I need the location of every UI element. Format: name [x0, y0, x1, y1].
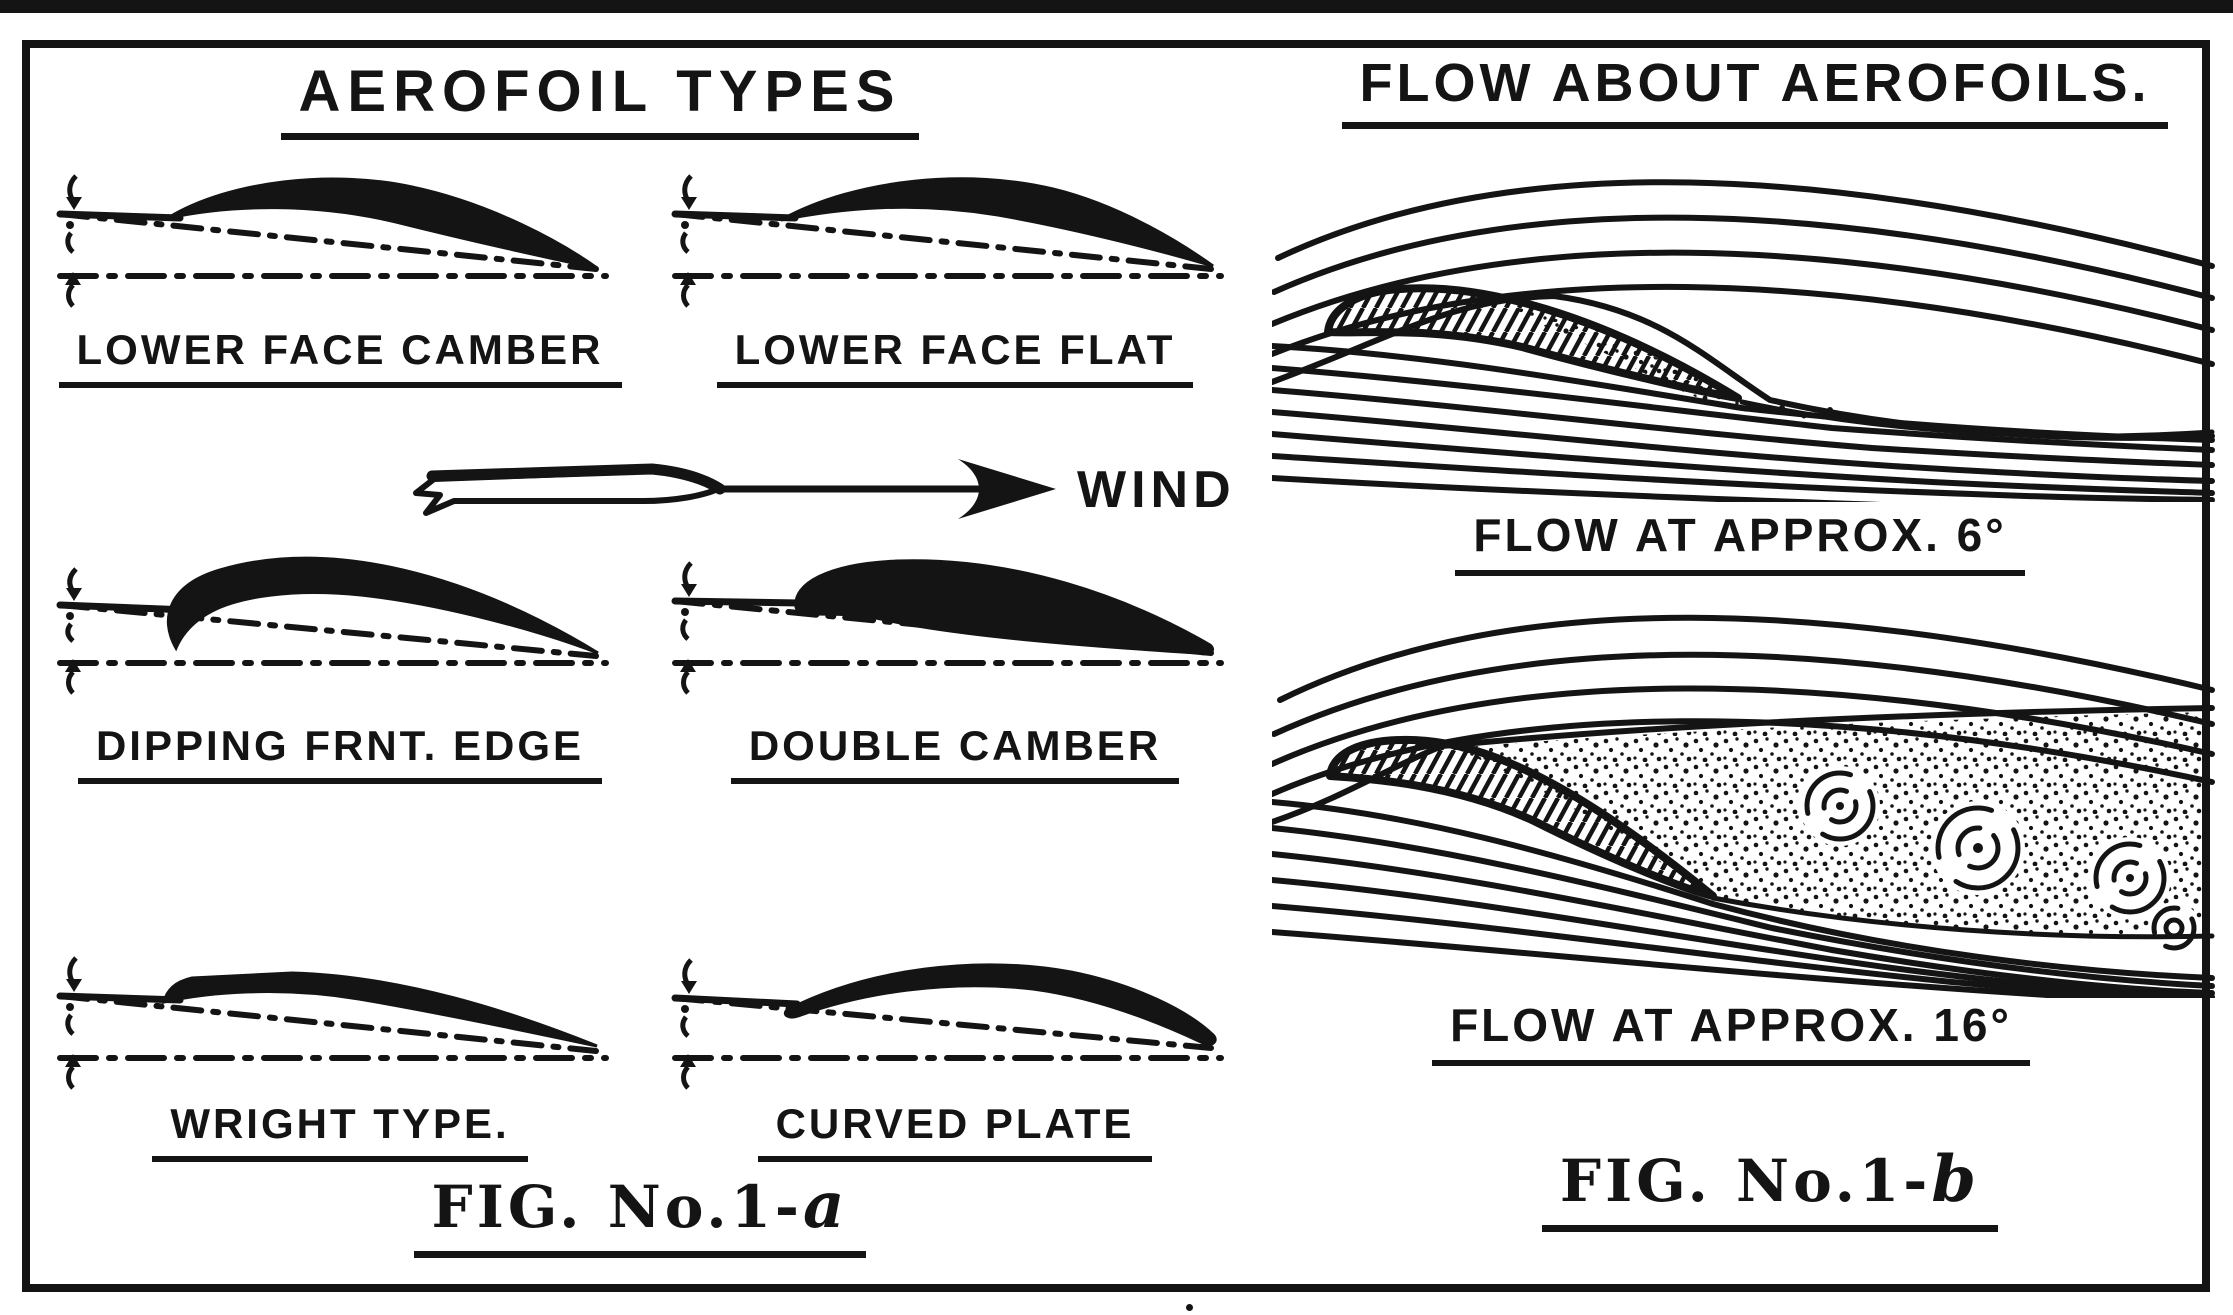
airfoil-label-lower-face-camber: LOWER FACE CAMBER [40, 326, 640, 388]
airfoil-profile-drawing [56, 556, 609, 695]
airfoil-diagram-lower-face-flat [655, 158, 1255, 318]
caption-main: FIG. No.1- [1559, 1147, 1932, 1215]
airfoil-label-wright-type: WRIGHT TYPE. [40, 1100, 640, 1162]
left-panel-title: AEROFOIL TYPES [150, 58, 1050, 140]
airfoil-diagram-curved-plate [655, 940, 1255, 1100]
figure-border [22, 40, 2210, 1292]
reference-lines [56, 992, 609, 1061]
incidence-tick-marks [65, 567, 82, 695]
airfoil-label-text: LOWER FACE FLAT [716, 326, 1194, 388]
airfoil-label-dipping-front-edge: DIPPING FRNT. EDGE [40, 722, 640, 784]
incidence-tick-marks [65, 956, 82, 1090]
flow-label-16deg: FLOW AT APPROX. 16° [1366, 998, 2096, 1066]
ink-speck [1703, 3, 1712, 12]
flow-label-text: FLOW AT APPROX. 16° [1432, 998, 2030, 1066]
caption-main: FIG. No.1- [431, 1173, 803, 1241]
airfoil-diagram-dipping-front-edge [40, 545, 640, 705]
wind-arrow [413, 458, 1056, 519]
reference-lines [671, 994, 1224, 1061]
airfoil-profile-drawing [671, 174, 1224, 308]
airfoil-section-shape [167, 556, 599, 655]
airfoil-diagram-double-camber [655, 545, 1255, 705]
hatched-airfoil-section [1324, 284, 1742, 402]
airfoil-label-curved-plate: CURVED PLATE [655, 1100, 1255, 1162]
flow-streamlines-drawing [1272, 179, 2215, 502]
right-panel-title-text: FLOW ABOUT AEROFOILS. [1341, 52, 2169, 129]
incidence-tick-marks [680, 958, 697, 1090]
airfoil-profile-drawing [56, 956, 609, 1090]
right-panel-title: FLOW ABOUT AEROFOILS. [1290, 52, 2220, 129]
caption-suffix: a [803, 1168, 849, 1243]
airfoil-label-double-camber: DOUBLE CAMBER [655, 722, 1255, 784]
figure-caption-a-text: FIG. No.1-a [413, 1168, 867, 1258]
left-panel-title-text: AEROFOIL TYPES [280, 58, 920, 140]
flow-label-6deg: FLOW AT APPROX. 6° [1390, 508, 2090, 576]
eddy-swirls [1800, 766, 2200, 954]
incidence-tick-marks [680, 174, 697, 308]
flow-diagram-6deg [1272, 140, 2217, 502]
reference-lines [671, 210, 1224, 279]
reference-lines [56, 601, 609, 666]
airfoil-label-text: LOWER FACE CAMBER [58, 326, 622, 388]
airfoil-diagram-wright-type [40, 940, 640, 1100]
airfoil-profile-drawing [671, 958, 1224, 1090]
incidence-tick-marks [680, 561, 697, 695]
caption-suffix: b [1931, 1142, 1981, 1217]
figure-caption-b-text: FIG. No.1-b [1541, 1142, 1999, 1232]
airfoil-label-lower-face-flat: LOWER FACE FLAT [655, 326, 1255, 388]
airfoil-diagram-lower-face-camber [40, 158, 640, 318]
wind-direction-indicator: WIND [396, 440, 1396, 540]
reference-lines [56, 210, 609, 279]
figure-caption-b: FIG. No.1-b [1490, 1142, 2050, 1232]
airfoil-section-shape [167, 177, 598, 270]
airfoil-section-shape [161, 971, 598, 1048]
wind-label: WIND [1077, 461, 1236, 519]
airfoil-profile-drawing [671, 559, 1224, 695]
airfoil-section-shape [780, 177, 1214, 268]
wake-line [1710, 895, 2215, 940]
flow-label-text: FLOW AT APPROX. 6° [1455, 508, 2025, 576]
airfoil-label-text: WRIGHT TYPE. [152, 1100, 528, 1162]
airfoil-label-text: DOUBLE CAMBER [730, 722, 1180, 784]
airfoil-label-text: DIPPING FRNT. EDGE [77, 722, 603, 784]
lower-streamlines [1272, 799, 2215, 998]
ink-speck [1186, 1304, 1193, 1311]
figure-caption-a: FIG. No.1-a [330, 1168, 950, 1258]
airfoil-label-text: CURVED PLATE [757, 1100, 1153, 1162]
airfoil-section-shape [783, 963, 1217, 1046]
lower-streamlines [1272, 343, 2215, 502]
flow-streamlines-drawing [1272, 614, 2215, 998]
airfoil-section-shape [794, 559, 1214, 656]
page-edge-bar [0, 0, 2233, 13]
incidence-tick-marks [65, 174, 82, 308]
arrow-head [958, 458, 1056, 519]
airfoil-profile-drawing [56, 174, 609, 308]
flow-diagram-16deg [1272, 606, 2217, 998]
